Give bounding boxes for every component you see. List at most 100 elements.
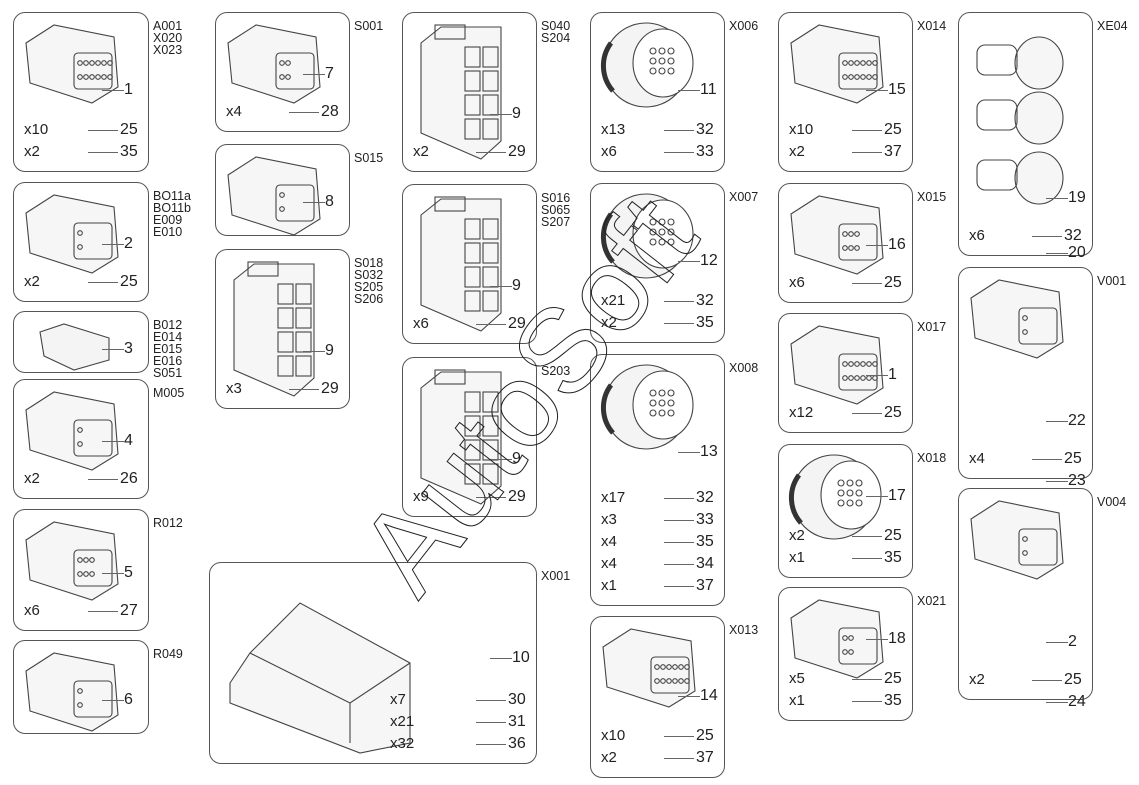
leader-line <box>476 324 506 325</box>
terminal-part-number: 33 <box>696 143 714 160</box>
terminal-part-number: 37 <box>884 143 902 160</box>
connector-panel: 3 <box>13 311 149 373</box>
leader-line <box>1032 459 1062 460</box>
part-number-callout: 4 <box>124 432 133 449</box>
connector-drawing <box>25 521 119 601</box>
quantity-label: x12 <box>789 404 814 421</box>
connector-panel: 192021x632 <box>958 12 1093 315</box>
terminal-part-number: 29 <box>508 315 526 332</box>
part-number-callout: 16 <box>888 236 906 253</box>
leader-line <box>678 261 700 262</box>
part-number-callout: 14 <box>700 687 718 704</box>
leader-line <box>490 114 512 115</box>
quantity-label: x2 <box>601 314 617 331</box>
leader-line <box>664 586 694 587</box>
leader-line <box>476 700 506 701</box>
quantity-label: x10 <box>601 727 626 744</box>
connector-illustration <box>420 196 502 332</box>
connector-drawing <box>970 500 1064 580</box>
connector-drawing <box>25 194 119 274</box>
quantity-label: x13 <box>601 121 626 138</box>
connector-drawing <box>39 323 110 371</box>
connector-illustration <box>600 193 694 279</box>
connector-drawing <box>25 391 119 471</box>
leader-line <box>1032 680 1062 681</box>
terminal-part-number: 25 <box>1064 450 1082 467</box>
leader-line <box>490 459 512 460</box>
leader-line <box>866 496 888 497</box>
connector-codes: X008 <box>729 361 759 375</box>
quantity-label: x10 <box>789 121 814 138</box>
leader-line <box>289 389 319 390</box>
leader-line <box>88 479 118 480</box>
part-number-callout: 12 <box>700 252 718 269</box>
connector-codes: R012 <box>153 516 183 530</box>
connector-illustration <box>600 22 694 108</box>
connector-illustration <box>790 599 884 679</box>
connector-codes: S040 S204 <box>541 19 571 45</box>
leader-line <box>476 152 506 153</box>
connector-panel: 8 <box>215 144 350 236</box>
quantity-label: x4 <box>226 103 242 120</box>
leader-line <box>102 573 124 574</box>
connector-codes: S001 <box>354 19 384 33</box>
leader-line <box>664 758 694 759</box>
leader-line <box>852 558 882 559</box>
quantity-label: x2 <box>24 470 40 487</box>
leader-line <box>866 375 888 376</box>
quantity-label: x32 <box>390 735 415 752</box>
terminal-part-number: 25 <box>884 527 902 544</box>
leader-line <box>1046 702 1068 703</box>
part-number-callout: 2 <box>1068 633 1077 650</box>
connector-illustration <box>976 36 1064 205</box>
leader-line <box>289 112 319 113</box>
connector-illustration <box>39 323 110 371</box>
connector-illustration <box>229 602 411 754</box>
connector-codes: X018 <box>917 451 947 465</box>
quantity-label: x1 <box>789 692 805 709</box>
terminal-part-number: 28 <box>321 103 339 120</box>
quantity-label: x2 <box>24 273 40 290</box>
connector-codes: B012 E014 E015 E016 S051 <box>153 318 183 380</box>
terminal-part-number: 25 <box>696 727 714 744</box>
connector-drawing <box>227 24 321 104</box>
part-number-callout: 5 <box>124 564 133 581</box>
part-number-callout: 20 <box>1068 243 1086 261</box>
connector-illustration <box>25 521 119 601</box>
terminal-part-number: 25 <box>1064 671 1082 688</box>
leader-line <box>88 611 118 612</box>
leader-line <box>1046 642 1068 643</box>
terminal-part-number: 34 <box>696 555 714 572</box>
quantity-label: x1 <box>789 549 805 566</box>
quantity-label: x6 <box>601 143 617 160</box>
part-number-callout: 7 <box>325 65 334 82</box>
connector-codes: X006 <box>729 19 759 33</box>
leader-line <box>866 245 888 246</box>
connector-illustration <box>227 156 321 236</box>
part-number-callout: 24 <box>1068 693 1086 710</box>
terminal-part-number: 31 <box>508 713 526 730</box>
connector-drawing <box>790 195 884 275</box>
quantity-label: x2 <box>789 527 805 544</box>
terminal-part-number: 32 <box>1064 227 1082 244</box>
part-number-callout: 23 <box>1068 472 1086 489</box>
quantity-label: x2 <box>413 143 429 160</box>
terminal-part-number: 37 <box>696 749 714 766</box>
part-number-callout: 9 <box>512 277 521 294</box>
connector-drawing <box>233 261 315 397</box>
quantity-label: x7 <box>390 691 406 708</box>
leader-line <box>102 90 124 91</box>
leader-line <box>1046 481 1068 482</box>
leader-line <box>476 497 506 498</box>
leader-line <box>852 536 882 537</box>
part-number-callout: 13 <box>700 443 718 460</box>
